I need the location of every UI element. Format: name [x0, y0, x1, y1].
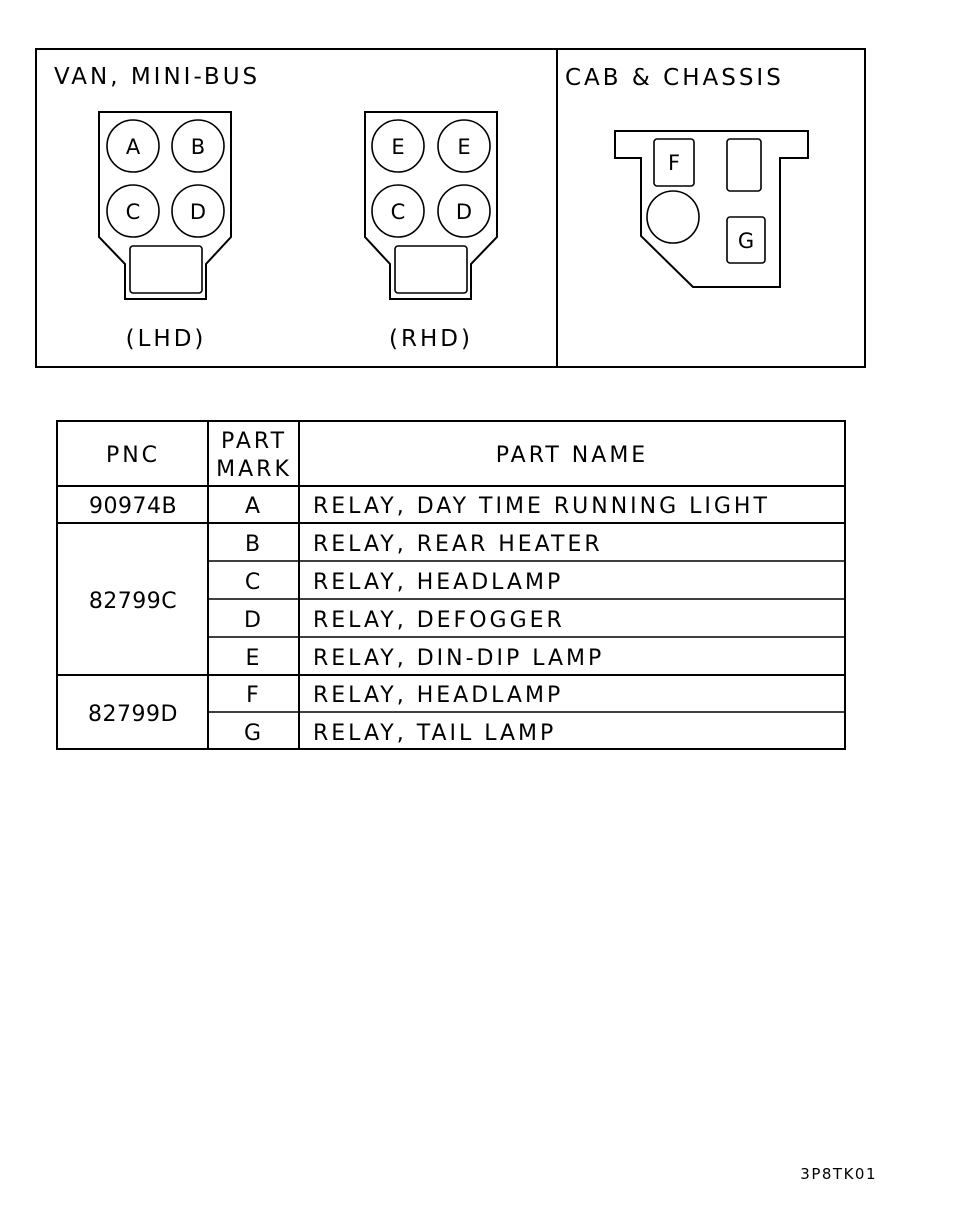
table-border	[56, 420, 846, 750]
table-group-90974b: 90974B A RELAY, DAY TIME RUNNING LIGHT	[89, 494, 770, 519]
relay-connector-slot	[394, 245, 468, 294]
part-mark-cell: A	[245, 494, 263, 519]
part-name-cell: RELAY, DIN-DIP LAMP	[313, 646, 604, 671]
round-socket	[646, 190, 700, 244]
table-row: F RELAY, HEADLAMP	[246, 683, 563, 708]
relay-block-lhd: A B C D (LHD)	[98, 111, 232, 352]
relay-socket-label: B	[191, 135, 205, 159]
caption-rhd: (RHD)	[389, 326, 473, 352]
part-name-cell: RELAY, REAR HEATER	[313, 532, 603, 557]
relay-socket-b: B	[171, 119, 225, 173]
table-row: A RELAY, DAY TIME RUNNING LIGHT	[245, 494, 770, 519]
part-mark-cell: G	[244, 721, 264, 746]
relay-socket-label: A	[126, 135, 141, 159]
part-mark-cell: B	[245, 532, 263, 557]
header-pnc: PNC	[106, 443, 160, 468]
panel-van-minibus: VAN, MINI-BUS A B C D (LHD)	[54, 64, 498, 352]
diagram-frame	[35, 48, 866, 368]
relay-socket-label: E	[457, 135, 470, 159]
header-part-mark-line1: PART	[221, 429, 287, 454]
pnc-cell: 82799C	[89, 589, 177, 614]
diagram-border	[35, 48, 866, 368]
table-group-82799c: 82799C B RELAY, REAR HEATER C RELAY, HEA…	[89, 532, 604, 671]
header-part-name: PART NAME	[496, 443, 648, 468]
relay-socket-c: C	[106, 184, 160, 238]
part-mark-cell: D	[244, 608, 264, 633]
relay-label-g: G	[738, 229, 754, 253]
table-row: G RELAY, TAIL LAMP	[244, 721, 556, 746]
relay-socket-label: C	[126, 200, 141, 224]
part-mark-cell: F	[246, 683, 262, 708]
relay-socket-label: E	[391, 135, 404, 159]
relay-f-housing	[653, 138, 695, 187]
table-row: E RELAY, DIN-DIP LAMP	[246, 646, 604, 671]
part-name-cell: RELAY, HEADLAMP	[313, 683, 563, 708]
table-header: PNC PART MARK PART NAME	[106, 429, 648, 482]
drawing-code: 3P8TK01	[800, 1165, 877, 1183]
relay-socket-e-right: E	[437, 119, 491, 173]
part-name-cell: RELAY, DAY TIME RUNNING LIGHT	[313, 494, 770, 519]
caption-lhd: (LHD)	[126, 326, 207, 352]
part-name-cell: RELAY, HEADLAMP	[313, 570, 563, 595]
relay-socket-label: D	[190, 200, 206, 224]
table-row: B RELAY, REAR HEATER	[245, 532, 603, 557]
panel-title-van-minibus: VAN, MINI-BUS	[54, 64, 260, 90]
relay-bracket-outline	[614, 130, 809, 288]
part-mark-cell: E	[246, 646, 263, 671]
table-row: D RELAY, DEFOGGER	[244, 608, 565, 633]
part-name-cell: RELAY, TAIL LAMP	[313, 721, 556, 746]
relay-socket-d: D	[437, 184, 491, 238]
part-mark-cell: C	[245, 570, 263, 595]
relay-socket-e-left: E	[371, 119, 425, 173]
parts-table: PNC PART MARK PART NAME 90974B A RELAY, …	[56, 420, 846, 750]
part-name-cell: RELAY, DEFOGGER	[313, 608, 565, 633]
relay-block-outline	[364, 111, 498, 300]
relay-blank-housing	[726, 138, 762, 192]
panel-cab-chassis: CAB & CHASSIS F G	[565, 65, 809, 288]
relay-connector-slot	[129, 245, 203, 294]
relay-socket-d: D	[171, 184, 225, 238]
pnc-cell: 90974B	[89, 494, 177, 519]
header-part-mark-line2: MARK	[216, 457, 292, 482]
relay-block-rhd: E E C D (RHD)	[364, 111, 498, 352]
relay-block-outline	[98, 111, 232, 300]
relay-g-housing	[726, 216, 766, 264]
relay-socket-label: D	[456, 200, 472, 224]
relay-socket-label: C	[391, 200, 406, 224]
relay-label-f: F	[668, 151, 680, 175]
table-group-82799d: 82799D F RELAY, HEADLAMP G RELAY, TAIL L…	[88, 683, 563, 746]
relay-socket-a: A	[106, 119, 160, 173]
panel-title-cab-chassis: CAB & CHASSIS	[565, 65, 784, 91]
table-row: C RELAY, HEADLAMP	[245, 570, 563, 595]
pnc-cell: 82799D	[88, 702, 178, 727]
relay-socket-c: C	[371, 184, 425, 238]
